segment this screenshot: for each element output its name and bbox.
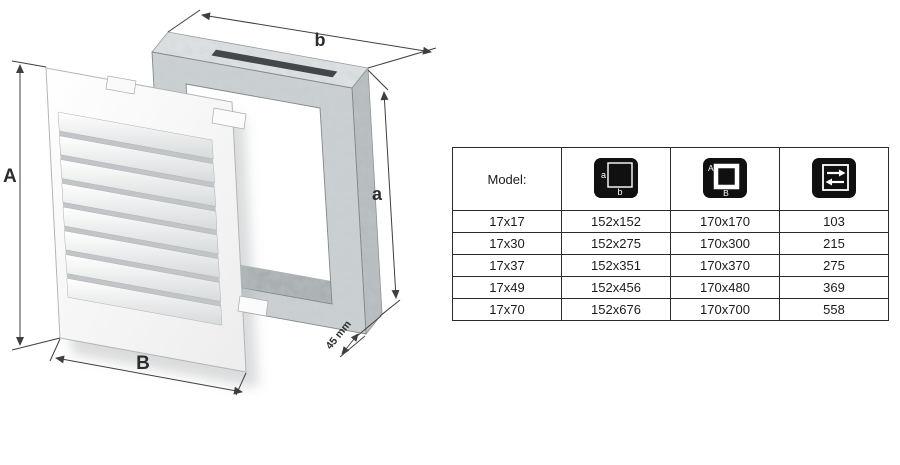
model-header-cell: Model: [452,147,562,211]
dimension-A: A [3,60,61,351]
mounting-clips [105,75,269,317]
dimension-A-label: A [3,166,17,187]
spec-table: Model: a b [452,147,889,321]
dimension-b-label: b [315,30,326,50]
grille-panel [45,67,247,373]
cross-section-icon [811,157,857,199]
grille-dim-cell: 170x700 [670,298,780,321]
table-row: 17x17 152x152 170x170 103 [452,210,889,233]
model-cell: 17x17 [452,210,562,233]
panel-clip [105,75,137,95]
table-row: 17x37 152x351 170x370 275 [452,254,889,277]
sleeve-dim-cell: 152x676 [561,298,671,321]
cross-section-header-cell [779,147,889,211]
louvers [57,111,223,326]
svg-text:b: b [617,187,622,197]
model-cell: 17x30 [452,232,562,255]
svg-text:A: A [708,163,714,173]
product-diagram: b a A B 45 mm [3,9,437,396]
dimension-b: b [167,9,437,69]
sleeve-dimension-icon: a b [593,157,639,199]
dimension-B-label: B [136,353,150,374]
grille-dim-cell: 170x170 [670,210,780,233]
model-cell: 17x49 [452,276,562,299]
dimension-a: a [367,69,401,317]
grille-dimension-header-cell: A B [670,147,780,211]
sleeve-dim-cell: 152x275 [561,232,671,255]
svg-text:a: a [601,170,606,180]
table-row: 17x30 152x275 170x300 215 [452,232,889,255]
model-cell: 17x37 [452,254,562,277]
area-cell: 103 [779,210,889,233]
sleeve-dimension-header-cell: a b [561,147,671,211]
grille-dim-cell: 170x370 [670,254,780,277]
table-header-row: Model: a b [452,147,889,211]
sleeve-dim-cell: 152x456 [561,276,671,299]
sleeve-dim-cell: 152x152 [561,210,671,233]
svg-text:B: B [723,188,729,198]
area-cell: 558 [779,298,889,321]
area-cell: 215 [779,232,889,255]
area-cell: 275 [779,254,889,277]
table-row: 17x70 152x676 170x700 558 [452,298,889,321]
model-cell: 17x70 [452,298,562,321]
sleeve-clip-bottom [237,295,269,317]
sleeve-dim-cell: 152x351 [561,254,671,277]
sleeve-clip-top [211,107,247,130]
grille-dim-cell: 170x480 [670,276,780,299]
area-cell: 369 [779,276,889,299]
dimension-B: B [49,338,247,396]
grille-dimension-icon: A B [702,157,748,199]
grille-dim-cell: 170x300 [670,232,780,255]
dimension-a-label: a [372,184,383,204]
table-row: 17x49 152x456 170x480 369 [452,276,889,299]
